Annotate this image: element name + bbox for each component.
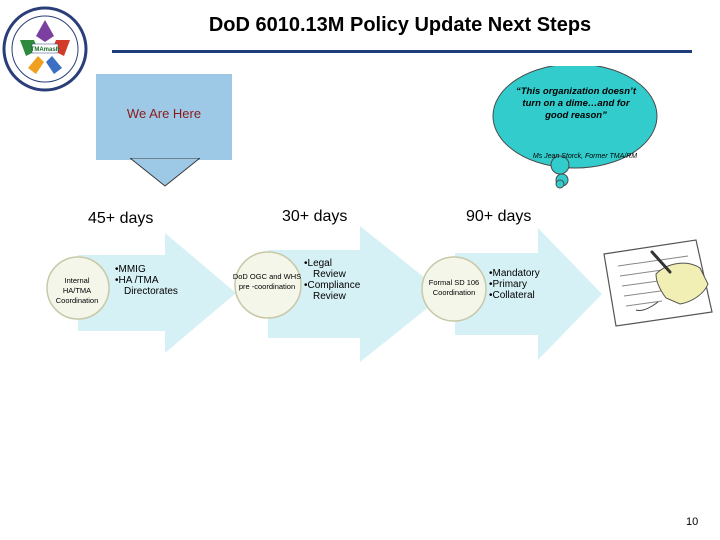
bullet-item: •Compliance [304, 280, 414, 291]
bullet-item: •HA /TMA [115, 275, 215, 286]
bullet-item: •Primary [489, 279, 599, 290]
bullet-item: Review [304, 291, 414, 302]
phase-1-circle-label: Internal HA/TMA Coordination [50, 276, 104, 306]
bullet-item: Directorates [115, 286, 215, 297]
phase-1-bullets: •MMIG •HA /TMA Directorates [115, 264, 215, 297]
bullet-item: •Collateral [489, 290, 599, 301]
phase-2-bullets: •Legal Review •Compliance Review [304, 258, 414, 302]
bullet-item: Review [304, 269, 414, 280]
phase-2-circle-label: DoD OGC and WHS pre -coordination [232, 272, 302, 292]
phase-3-bullets: •Mandatory •Primary •Collateral [489, 268, 599, 301]
signing-document-icon [596, 232, 716, 328]
bullet-item: •MMIG [115, 264, 215, 275]
bullet-item: •Legal [304, 258, 414, 269]
bullet-item: •Mandatory [489, 268, 599, 279]
page-number: 10 [686, 516, 698, 528]
phase-3-circle-label: Formal SD 106 Coordination [424, 278, 484, 298]
